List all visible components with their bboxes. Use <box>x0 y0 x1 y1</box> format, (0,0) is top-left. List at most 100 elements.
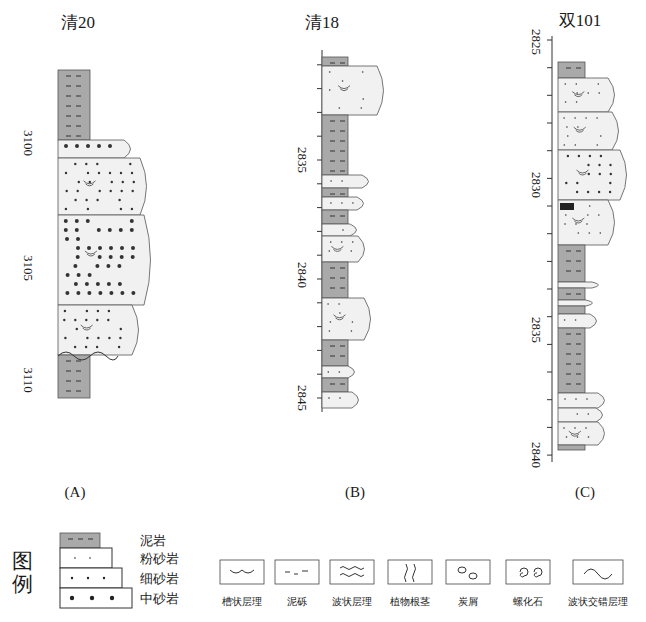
grain-dot <box>131 291 135 295</box>
legend-stroke <box>520 568 528 577</box>
depth-number: 2825 <box>530 29 543 55</box>
grain-dot <box>564 398 566 400</box>
grain-dot <box>589 205 591 207</box>
mud-dash <box>576 364 581 365</box>
legend-stroke <box>458 567 466 573</box>
grain-dot <box>76 255 80 259</box>
mud-dash <box>340 151 345 152</box>
mudstone-bed <box>558 62 585 78</box>
mud-dash <box>340 121 345 122</box>
grain-dot <box>65 237 69 241</box>
depth-tick <box>547 123 552 124</box>
grain-dot <box>120 291 124 295</box>
grain-dot <box>588 173 590 175</box>
mud-dash <box>566 384 571 385</box>
grain-dot <box>566 436 568 438</box>
depth-tick <box>317 160 322 161</box>
grain-dot <box>88 273 92 277</box>
depth-number: 3100 <box>22 130 35 156</box>
trough-bedding <box>81 325 93 330</box>
grain-dot <box>85 199 87 201</box>
grain-dot <box>74 557 76 559</box>
grain-dot <box>131 255 135 259</box>
grain-dot <box>89 557 91 559</box>
grain-dot <box>575 398 577 400</box>
mud-dash <box>76 86 81 87</box>
grain-dot <box>589 232 591 234</box>
grain-dot <box>329 71 331 73</box>
mud-dash <box>330 161 335 162</box>
mudstone-bed <box>322 188 348 197</box>
grain-dot <box>107 282 111 286</box>
grain-dot <box>576 101 578 103</box>
legend-text: 槽状层理 <box>222 597 262 607</box>
mud-dash <box>340 161 345 162</box>
legend-symbol-box <box>506 560 550 584</box>
legend-stroke <box>534 568 542 577</box>
grain-dot <box>106 264 110 268</box>
trough-bedding <box>574 127 586 132</box>
sandstone-bed <box>58 140 131 158</box>
grain-dot <box>89 181 91 183</box>
grain-dot <box>585 427 587 429</box>
grain-dot <box>131 246 135 250</box>
mud-dash <box>330 151 335 152</box>
sandstone-bed <box>58 158 147 215</box>
grain-dot <box>95 264 99 268</box>
grain-dot <box>74 319 76 321</box>
mudstone-bed <box>558 245 585 282</box>
well-name: 清20 <box>61 14 95 31</box>
grain-dot <box>87 208 89 210</box>
legend-text: 波状层理 <box>332 597 372 607</box>
grain-dot <box>109 246 113 250</box>
grain-dot <box>98 172 100 174</box>
depth-tick <box>317 88 322 89</box>
depth-tick <box>547 67 552 68</box>
grain-dot <box>76 328 78 330</box>
depth-tick <box>547 455 552 456</box>
grain-dot <box>109 255 113 259</box>
grain-dot <box>588 413 590 415</box>
mud-dash <box>78 539 83 540</box>
depth-tick <box>317 112 322 113</box>
legend-text: 细砂岩 <box>140 572 179 585</box>
grain-dot <box>64 337 66 339</box>
mud-dash <box>66 116 71 117</box>
grain-dot <box>109 291 113 295</box>
depth-number: 2840 <box>530 442 543 468</box>
mud-dash <box>88 539 93 540</box>
depth-tick <box>317 398 322 399</box>
legend-stroke <box>230 570 254 573</box>
mud-dash <box>66 391 71 392</box>
panel-label: (B) <box>345 485 365 500</box>
trough-bedding <box>569 431 581 436</box>
grain-dot <box>130 219 134 223</box>
grain-dot <box>577 413 579 415</box>
mudstone-bed <box>58 355 90 398</box>
grain-dot <box>96 346 98 348</box>
grain-dot <box>330 241 332 243</box>
grain-dot <box>85 282 89 286</box>
legend-symbol <box>520 568 542 577</box>
grain-dot <box>600 155 602 157</box>
grain-dot <box>565 83 567 85</box>
mud-dash <box>340 288 345 289</box>
mudstone-bed <box>322 262 348 298</box>
grain-dot <box>103 577 105 579</box>
grain-dot <box>85 319 87 321</box>
mud-dash <box>576 354 581 355</box>
grain-dot <box>86 219 90 223</box>
sandstone-bed <box>558 78 615 112</box>
legend-text: 中砂岩 <box>140 592 179 605</box>
grain-dot <box>352 321 354 323</box>
grain-dot <box>362 71 364 73</box>
trough-bedding <box>334 315 346 320</box>
grain-dot <box>64 310 66 312</box>
grain-dot <box>75 144 79 148</box>
grain-dot <box>587 214 589 216</box>
grain-dot <box>65 208 67 210</box>
grain-dot <box>342 229 344 231</box>
grain-dot <box>120 208 122 210</box>
medsand-sample <box>60 588 132 608</box>
